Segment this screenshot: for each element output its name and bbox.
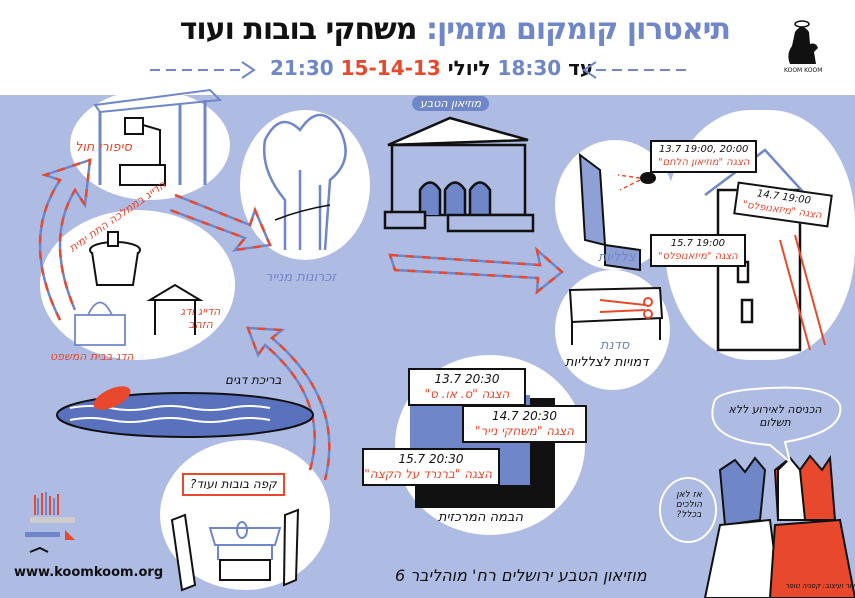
sign-text: 13.7 19:00, 20:00 — [658, 144, 749, 155]
title-event: משחקי בובות ועוד — [179, 12, 418, 47]
time-to: 21:30 — [270, 56, 334, 80]
sign-text: הצגה "ס. או. ס" — [424, 387, 510, 401]
where-going-bubble: אז לאן הולכים בכלל? — [675, 490, 703, 520]
projector-stand-icon — [93, 88, 223, 185]
trees-icon — [263, 113, 347, 251]
label-silhouettes: צלליות — [598, 250, 636, 265]
kings-illustration — [703, 454, 855, 598]
sign-text: 15.7 20:30 — [398, 452, 464, 466]
label-main-stage: הבמה המרכזית — [438, 510, 523, 525]
label-workshop-1: סדנת — [600, 338, 630, 353]
fish-pond-icon — [56, 386, 314, 438]
sign-text: הצגה "ברנרד על הקצה" — [364, 467, 492, 481]
sign-text: קפה בובות ועוד? — [190, 477, 277, 491]
label-fish-pond: בריכת דגים — [225, 373, 282, 387]
until-word: עד — [568, 56, 594, 80]
sign-text: 15.7 19:00 — [670, 238, 726, 249]
title-theater: תיאטרון קומקום מזמין: — [425, 12, 731, 47]
label-golden-fish: הדייג ודג הזהב — [180, 305, 221, 331]
sign-text: 13.7 20:30 — [434, 372, 500, 386]
koomkoom-logo: KOOM KOOM — [784, 20, 822, 74]
month: ליולי — [447, 56, 491, 80]
label-fish-court: הדג בבית המשפט — [50, 350, 134, 363]
museum-building-icon — [383, 116, 535, 233]
address: מוזיאון הטבע ירושלים רח' מוהליבר 6 — [395, 566, 647, 585]
free-entry-bubble: הכניסה לאירוע ללא תשלום — [728, 403, 822, 429]
event-dates: 21:30 עד 18:30 ליולי 15-14-13 — [270, 56, 593, 80]
time-from: 18:30 — [497, 56, 562, 80]
sign-text: הצגה "מוזיאון הלחם" — [658, 156, 750, 168]
days: 15-14-13 — [340, 56, 441, 80]
header — [0, 0, 855, 95]
blob-underwater — [40, 210, 235, 360]
sign-text: הצגה "משחקי נייר" — [474, 424, 575, 438]
coffee-sign: קפה בובות ועוד? — [182, 473, 285, 496]
arrow-right-icon — [150, 61, 256, 79]
sign-text: הצגה "מיזאנופלס" — [658, 250, 738, 262]
label-paper-memories: זכרונות מנייר — [265, 270, 336, 285]
sign-text: 14.7 20:30 — [491, 409, 558, 423]
label-sand-stories: סיפורי חול — [75, 140, 132, 155]
museum-badge: מוזיאון הטבע — [412, 96, 490, 111]
illustration-credit: איור ועיצוב: קסניה טופר — [785, 582, 855, 590]
event-title: תיאטרון קומקום מזמין: משחקי בובות ועוד — [179, 12, 731, 47]
sponsor-logos — [25, 492, 75, 553]
arrow-left-icon — [582, 61, 690, 79]
blob-trees — [240, 110, 370, 260]
svg-text:KOOM KOOM: KOOM KOOM — [784, 67, 822, 74]
label-workshop-2: דמויות לצלליות — [565, 355, 649, 370]
website-link[interactable]: www.koomkoom.org — [14, 565, 164, 580]
